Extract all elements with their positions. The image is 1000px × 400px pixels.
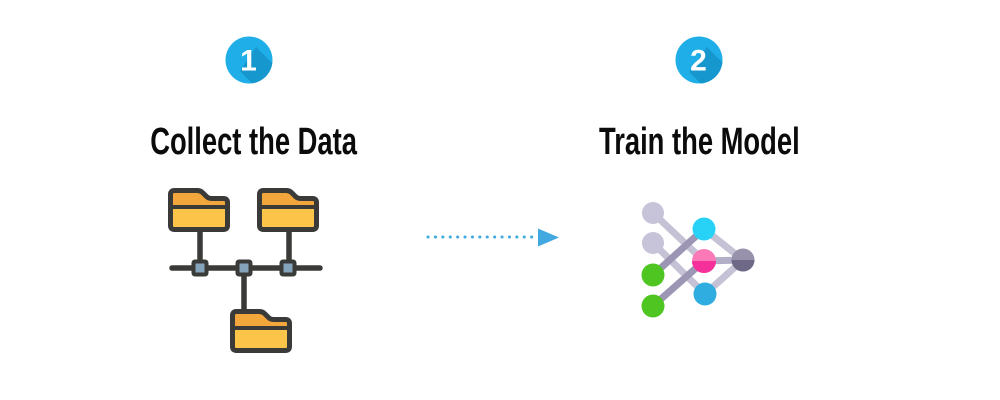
folder-icon-top-left (171, 191, 228, 230)
neural-network-icon (641, 202, 755, 318)
nn-output-node (731, 248, 755, 272)
hidden-node-2 (692, 249, 716, 273)
step-1-number: 1 (240, 45, 257, 78)
step-1-title: Collect the Data (54, 123, 454, 161)
input-node-3 (641, 263, 665, 287)
arrow-head (538, 228, 559, 247)
step-2-title: Train the Model (499, 123, 899, 161)
folder-network-icon (155, 175, 323, 360)
network-node-right (279, 259, 297, 277)
step-1-title-text: Collect the Data (150, 121, 358, 163)
hidden-node-1 (692, 217, 716, 241)
input-node-2 (642, 232, 664, 254)
network-node-left (191, 259, 209, 277)
step-1-number-badge: 1 (225, 36, 273, 84)
step-2-number-badge: 2 (675, 36, 723, 84)
nn-hidden-nodes (692, 217, 717, 306)
step-2-number: 2 (690, 45, 707, 78)
folder-icon-bottom (233, 312, 290, 351)
nn-input-nodes (641, 202, 665, 318)
step-2-title-text: Train the Model (598, 121, 800, 163)
hidden-node-3 (693, 282, 717, 306)
flow-arrow (426, 228, 559, 247)
network-node-middle (235, 259, 253, 277)
input-node-4 (641, 294, 665, 318)
input-node-1 (642, 202, 664, 224)
folder-icon-top-right (260, 191, 317, 230)
